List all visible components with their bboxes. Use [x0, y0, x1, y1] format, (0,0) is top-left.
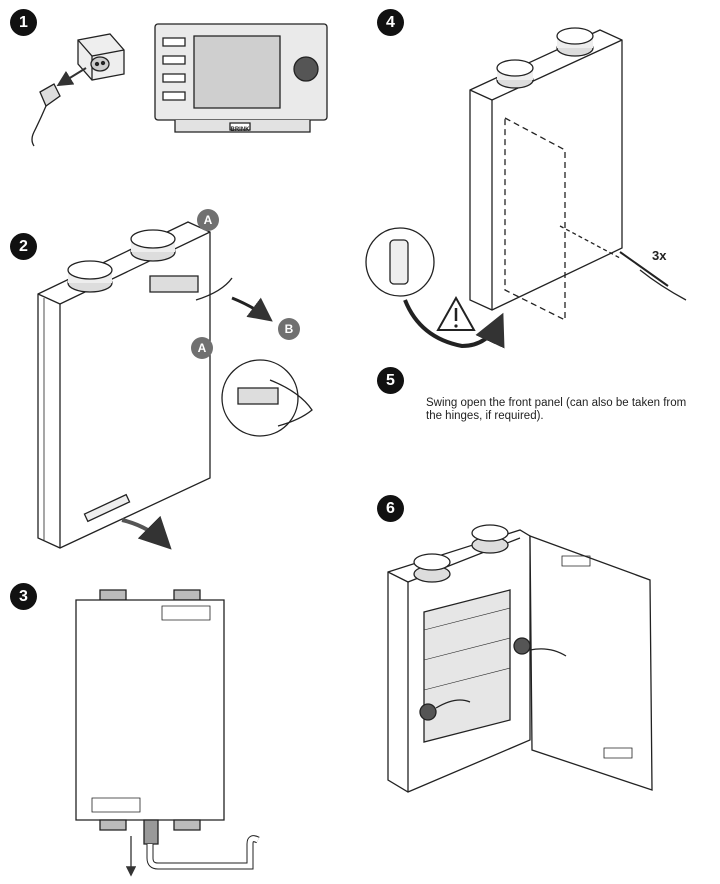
step-1-badge: 1	[10, 9, 37, 36]
step-2-badge: 2	[10, 233, 37, 260]
power-plug-icon	[32, 68, 86, 146]
unit-step3-illustration	[76, 590, 258, 877]
unit-step2-illustration	[38, 222, 312, 550]
step-5-instruction: Swing open the front panel (can also be …	[426, 397, 687, 422]
controller-unit-illustration	[155, 24, 327, 132]
wall-socket-illustration	[78, 34, 124, 80]
warning-triangle-icon	[438, 298, 474, 330]
callout-a-top: A	[197, 209, 219, 231]
callout-b: B	[278, 318, 300, 340]
callout-a-bottom: A	[191, 337, 213, 359]
step-6-badge: 6	[377, 495, 404, 522]
step-3-badge: 3	[10, 583, 37, 610]
controller-brand-label: BRINK	[230, 127, 250, 133]
step-5-badge: 5	[377, 367, 404, 394]
unit-step6-illustration	[388, 525, 652, 792]
unit-step4-illustration	[366, 28, 686, 349]
repeat-count-label: 3x	[652, 248, 667, 263]
step-4-badge: 4	[377, 9, 404, 36]
